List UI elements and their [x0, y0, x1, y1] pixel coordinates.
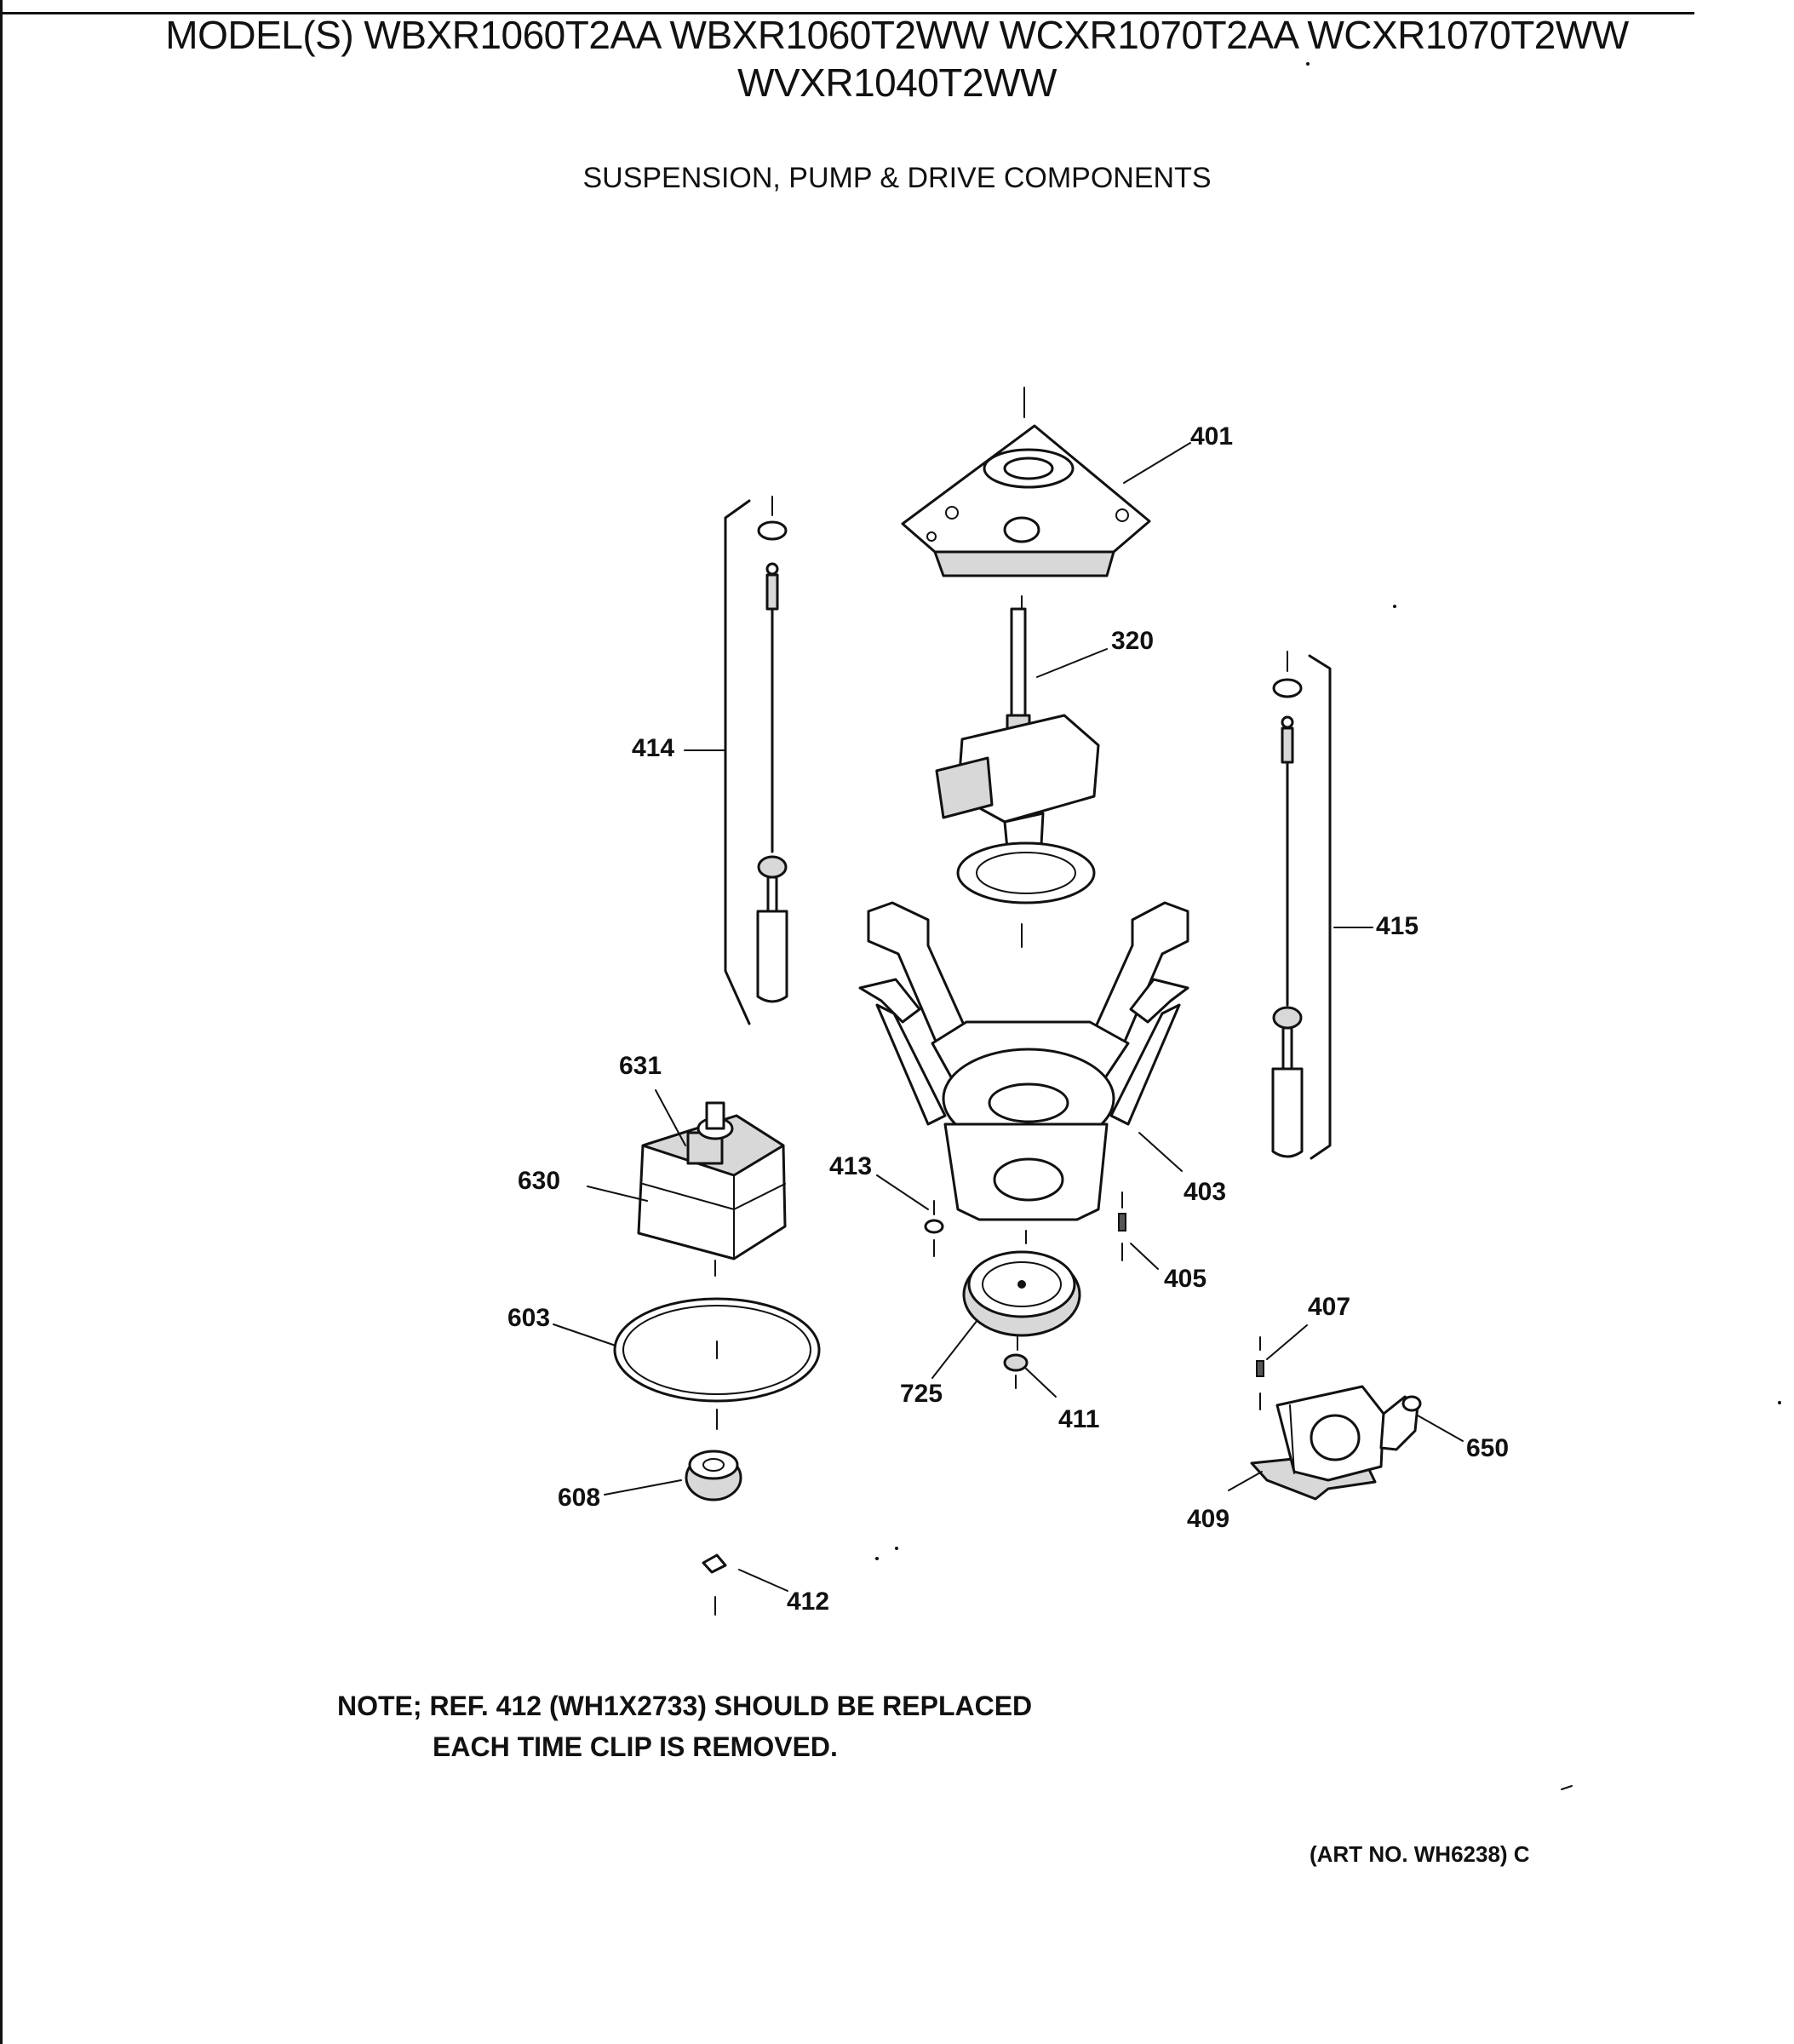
callout-631: 631	[619, 1052, 662, 1080]
screw-407	[1256, 1336, 1264, 1410]
transmission-320	[935, 607, 1100, 948]
callout-leaders	[553, 442, 1464, 1592]
suspension-rod-414	[724, 496, 788, 1025]
callout-608: 608	[558, 1484, 601, 1512]
callout-403: 403	[1184, 1178, 1227, 1206]
scan-specks	[875, 62, 1781, 1790]
suspension-rod-415	[1271, 651, 1332, 1160]
callout-725: 725	[900, 1380, 943, 1408]
replacement-note-line1: NOTE; REF. 412 (WH1X2733) SHOULD BE REPL…	[337, 1691, 1033, 1721]
drive-motor-630	[637, 1101, 787, 1277]
motor-pulley-608	[685, 1450, 742, 1501]
replacement-note-line2: EACH TIME CLIP IS REMOVED.	[433, 1731, 838, 1762]
left-page-border	[0, 0, 3, 2044]
callout-320: 320	[1111, 627, 1155, 655]
drive-belt-603	[613, 1297, 821, 1430]
callout-401: 401	[1190, 422, 1234, 451]
nut-411	[1003, 1353, 1029, 1389]
mounting-plate-401	[901, 387, 1151, 611]
callout-412: 412	[787, 1588, 830, 1616]
washer-413	[924, 1200, 944, 1257]
pump-650	[1250, 1385, 1422, 1501]
callout-630: 630	[518, 1167, 561, 1195]
callout-405: 405	[1164, 1265, 1207, 1293]
callout-603: 603	[507, 1304, 551, 1332]
screw-405	[1118, 1191, 1126, 1261]
callout-413: 413	[829, 1152, 873, 1180]
header-rule	[0, 12, 1694, 14]
art-number: (ART NO. WH6238) C	[1310, 1841, 1530, 1867]
callout-407: 407	[1308, 1293, 1351, 1321]
model-list-line1: MODEL(S) WBXR1060T2AA WBXR1060T2WW WCXR1…	[165, 13, 1629, 57]
callout-409: 409	[1187, 1505, 1230, 1533]
model-list-line2: WVXR1040T2WW	[737, 60, 1057, 105]
callout-415: 415	[1376, 912, 1419, 940]
callout-411: 411	[1058, 1405, 1100, 1433]
clip-412	[702, 1553, 727, 1616]
suspension-platform-403	[858, 901, 1189, 1244]
callout-414: 414	[632, 734, 675, 762]
callout-650: 650	[1466, 1434, 1510, 1462]
pulley-725	[962, 1250, 1081, 1351]
section-title: SUSPENSION, PUMP & DRIVE COMPONENTS	[582, 162, 1212, 194]
